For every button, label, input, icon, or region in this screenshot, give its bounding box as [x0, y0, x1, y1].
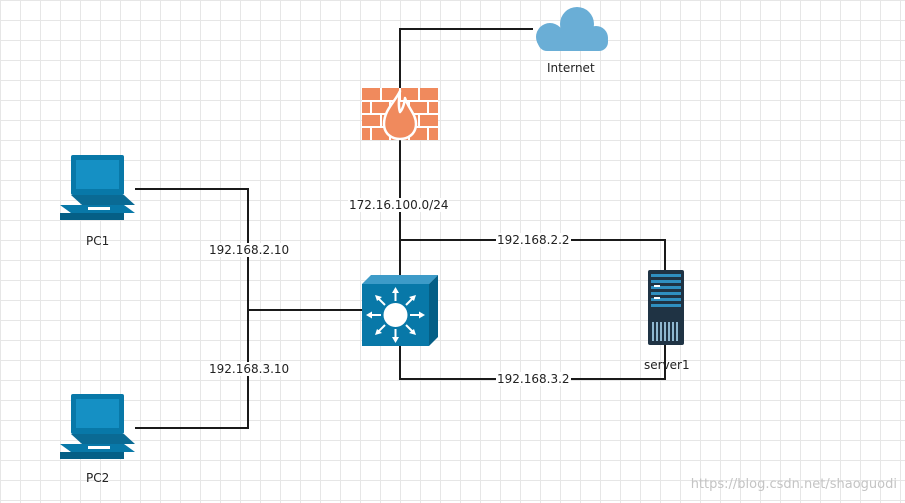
server-icon	[648, 270, 684, 345]
link-pc1-switch	[135, 188, 249, 310]
pc2-ip-label: 192.168.3.10	[208, 362, 291, 376]
server1-label: server1	[644, 358, 690, 372]
link-firewall-internet	[399, 28, 533, 88]
pc1-icon	[60, 155, 135, 220]
connection-lines	[135, 28, 666, 429]
switch-icon	[362, 275, 438, 346]
firewall-icon	[362, 88, 438, 141]
server-upper-ip-label: 192.168.2.2	[496, 233, 571, 247]
internet-label: Internet	[547, 61, 595, 75]
pc2-icon	[60, 394, 135, 459]
pc1-ip-label: 192.168.2.10	[208, 243, 291, 257]
link-pc2-switch	[135, 310, 249, 429]
firewall-switch-subnet-label: 172.16.100.0/24	[348, 198, 450, 212]
cloud-icon	[536, 7, 608, 51]
pc2-label: PC2	[86, 471, 110, 485]
watermark: https://blog.csdn.net/shaoguodi	[690, 477, 897, 492]
link-switch-server-upper	[400, 239, 666, 270]
server-lower-ip-label: 192.168.3.2	[496, 372, 571, 386]
pc1-label: PC1	[86, 234, 110, 248]
